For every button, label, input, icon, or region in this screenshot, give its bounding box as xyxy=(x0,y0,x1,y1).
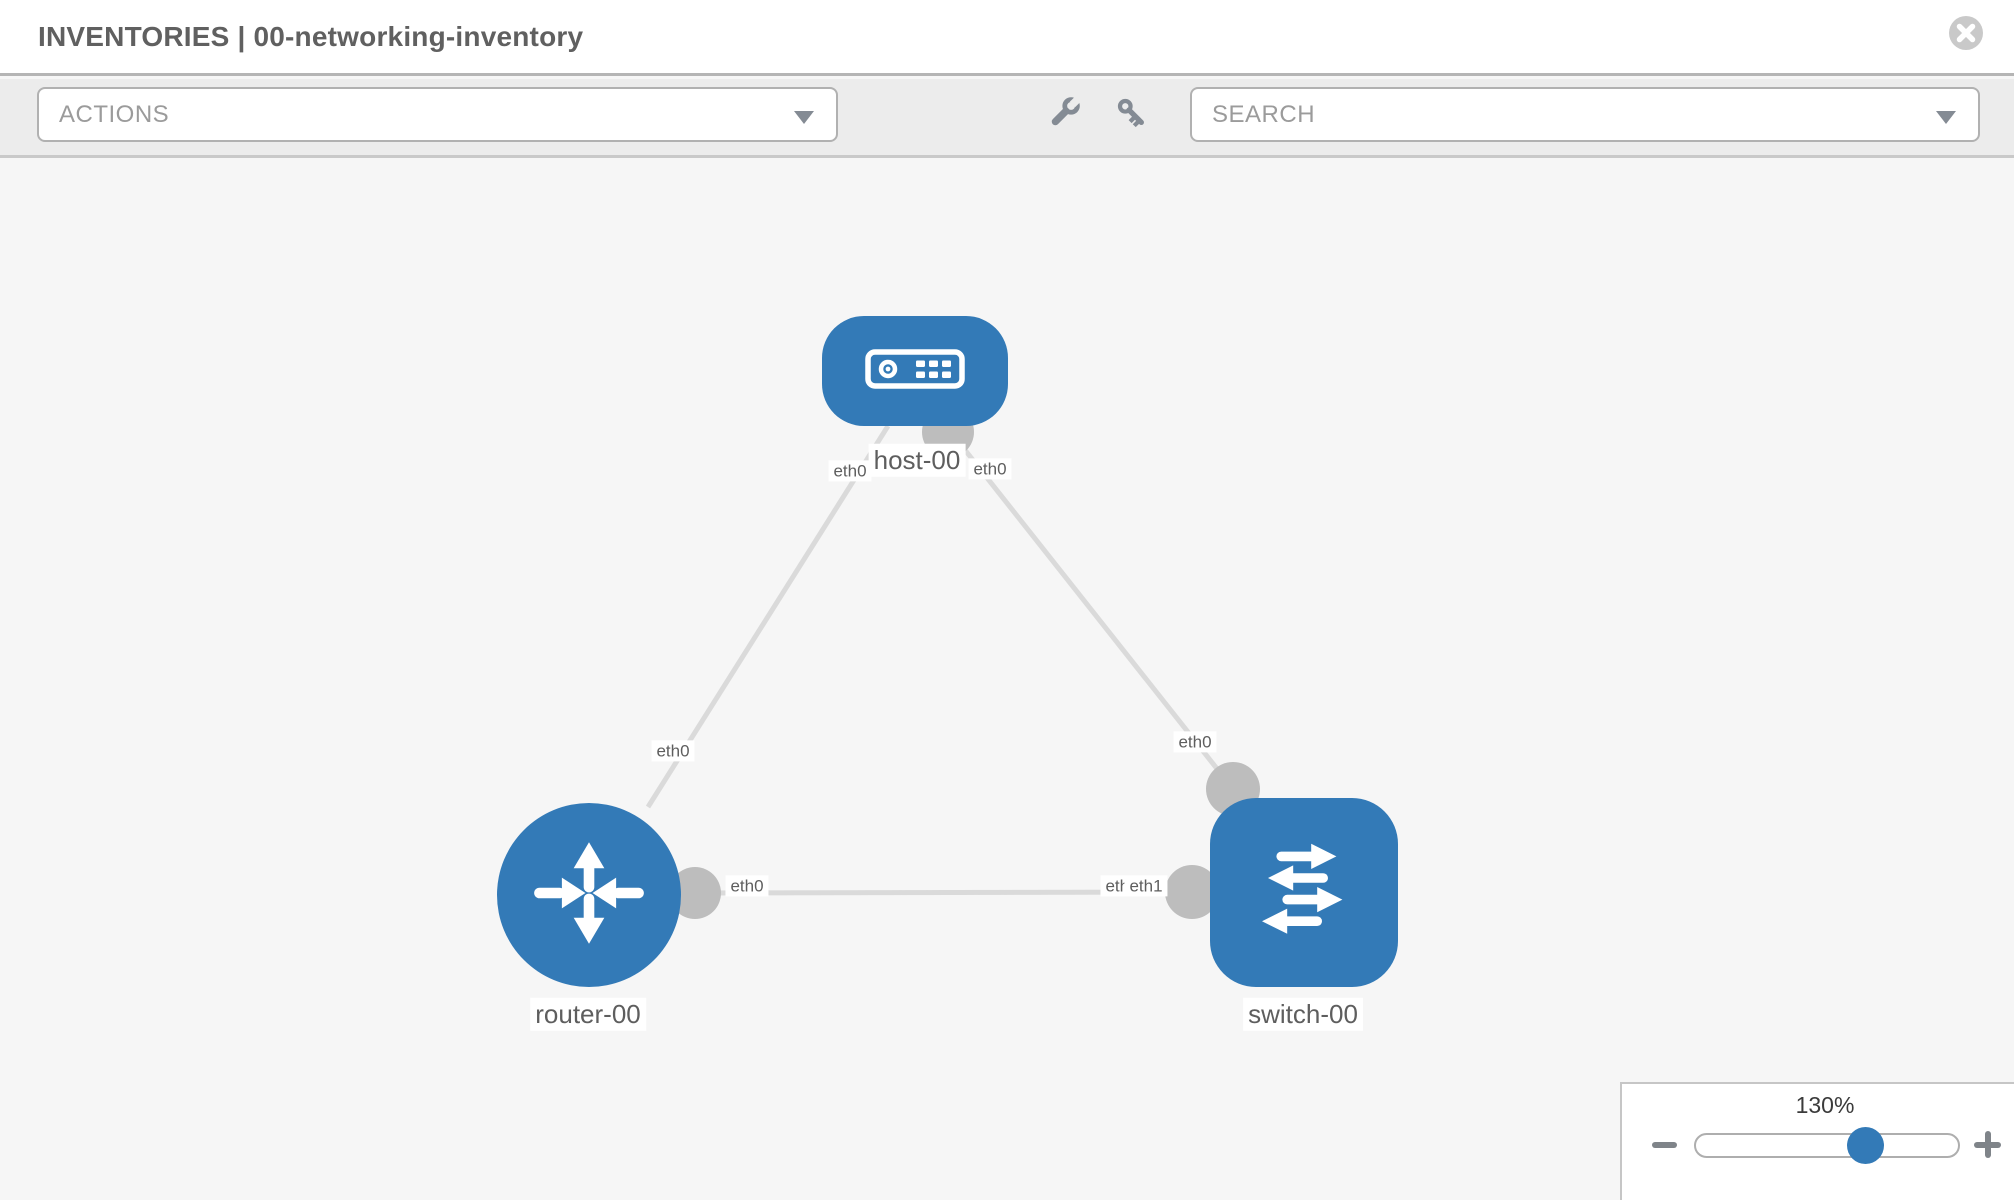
chevron-down-icon xyxy=(1936,111,1956,124)
wrench-icon xyxy=(1045,94,1083,137)
interface-label-router-to-host: eth0 xyxy=(651,740,695,762)
interface-connector-switch-left xyxy=(1165,865,1219,919)
tools-button[interactable] xyxy=(1044,95,1084,135)
actions-dropdown[interactable]: ACTIONS xyxy=(37,87,838,142)
node-label-switch-00: switch-00 xyxy=(1243,997,1363,1031)
zoom-slider-track[interactable] xyxy=(1694,1133,1960,1158)
close-button[interactable] xyxy=(1946,15,1986,55)
chevron-down-icon xyxy=(794,111,814,124)
zoom-slider-thumb[interactable] xyxy=(1847,1127,1884,1164)
link-host-switch[interactable] xyxy=(948,429,1235,791)
host-icon xyxy=(863,348,967,394)
toolbar: ACTIONS xyxy=(0,79,2014,158)
router-icon xyxy=(530,834,648,957)
search-dropdown[interactable]: SEARCH xyxy=(1190,87,1980,142)
actions-dropdown-label: ACTIONS xyxy=(59,100,170,128)
header-bar: INVENTORIES | 00-networking-inventory xyxy=(0,0,2014,76)
close-icon xyxy=(1947,14,1985,57)
interface-label-router-to-switch: eth0 xyxy=(725,875,769,897)
page-title: INVENTORIES | 00-networking-inventory xyxy=(38,20,584,52)
search-dropdown-label: SEARCH xyxy=(1212,100,1316,128)
interface-label-switch-to-host: eth0 xyxy=(1173,731,1217,753)
zoom-panel: 130% xyxy=(1620,1082,2014,1200)
node-label-router-00: router-00 xyxy=(530,997,646,1031)
zoom-out-icon[interactable] xyxy=(1652,1142,1677,1148)
node-host-00[interactable] xyxy=(822,316,1008,426)
interface-label-switch-to-router: eth1 xyxy=(1124,875,1168,897)
node-router-00[interactable] xyxy=(497,803,681,987)
zoom-in-icon[interactable] xyxy=(1974,1131,2001,1158)
node-label-host-00: host-00 xyxy=(868,443,966,477)
interface-connector-router xyxy=(669,867,721,919)
key-button[interactable] xyxy=(1112,95,1152,135)
key-icon xyxy=(1113,94,1151,137)
interface-label-host-to-switch: eth0 xyxy=(968,458,1012,480)
zoom-level-value: 130% xyxy=(1795,1092,1855,1118)
topology-canvas[interactable]: host-00 router-00 switch-00 eth0 eth0 et… xyxy=(0,158,2014,1200)
topology-links-layer xyxy=(645,406,1260,919)
node-switch-00[interactable] xyxy=(1210,798,1398,987)
interface-label-host-to-router: eth0 xyxy=(828,460,872,482)
switch-icon xyxy=(1241,830,1367,955)
